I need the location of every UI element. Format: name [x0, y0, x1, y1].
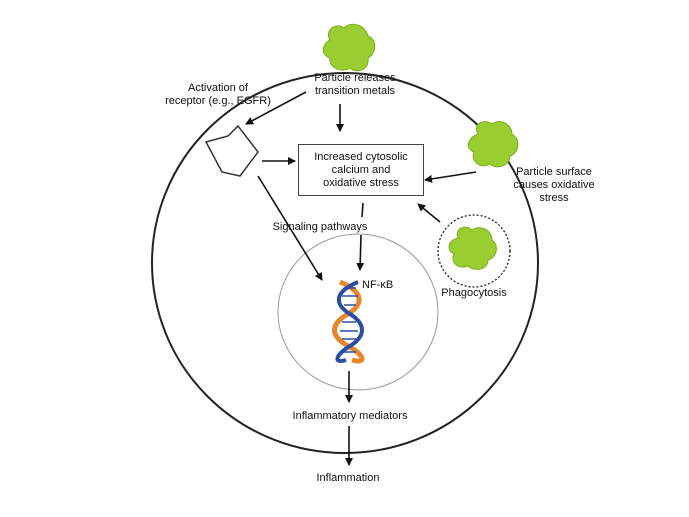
- arrow-surface-to-box: [424, 171, 477, 183]
- arrow-box-to-signaling: [361, 202, 364, 218]
- arrow-signaling-to-dna: [356, 234, 365, 271]
- receptor-icon: [204, 124, 259, 177]
- cell-membrane: [151, 72, 539, 454]
- arrow-receptor-to-dna: [257, 175, 323, 281]
- receptor-activation-label: Activation of receptor (e.g., EGFR): [165, 82, 271, 107]
- particle-icon: [322, 23, 376, 72]
- dna-icon: [332, 279, 365, 364]
- phagosome: [437, 214, 511, 288]
- nfkb-label: NF-κB: [362, 279, 394, 291]
- surface-stress-label: Particle surface causes oxidative stress: [513, 166, 595, 204]
- phagocytosis-label: Phagocytosis: [441, 287, 507, 299]
- particle-icon: [467, 121, 519, 168]
- particle-icon: [448, 226, 497, 270]
- particle-release-label: Particle releases transition metals: [314, 72, 396, 97]
- nucleus: [277, 233, 439, 391]
- central-stress-box: Increased cytosolic calcium and oxidativ…: [298, 144, 424, 196]
- arrow-release-to-membrane: [245, 91, 307, 125]
- inflammatory-mediators-label: Inflammatory mediators: [292, 410, 408, 422]
- arrow-phagocytosis-to-box: [417, 203, 441, 223]
- signaling-label: Signaling pathways: [272, 221, 368, 233]
- inflammation-label: Inflammation: [316, 472, 380, 484]
